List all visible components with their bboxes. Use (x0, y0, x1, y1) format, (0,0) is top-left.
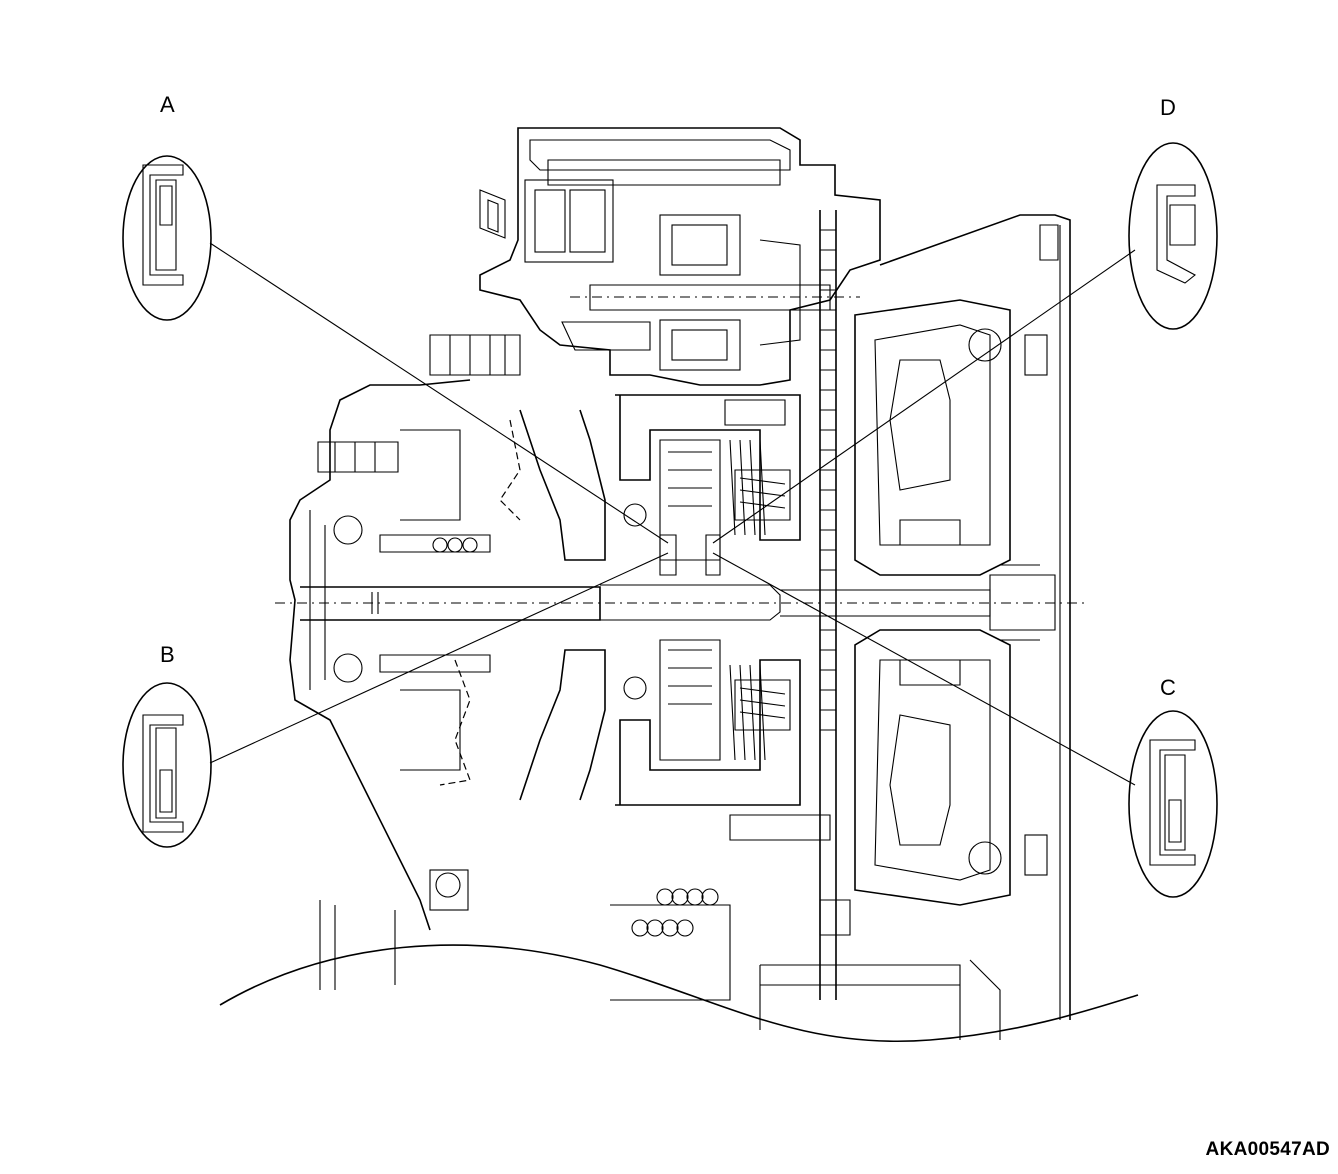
break-line (219, 944, 1139, 1043)
input-shaft (300, 586, 601, 621)
callout-b-detail (122, 682, 212, 848)
converter-housing-lower (854, 629, 1011, 906)
left-mid-bolt (317, 441, 399, 473)
callout-c-detail (1128, 710, 1218, 898)
callout-a-detail (122, 155, 212, 321)
primary-pulley-lower (519, 649, 606, 801)
leader-line-c (712, 552, 1136, 786)
primary-pulley-upper (519, 409, 606, 561)
leader-line-d (712, 249, 1136, 544)
figure-id: AKA00547AD (1205, 1139, 1330, 1160)
callout-label-d: D (1160, 95, 1176, 120)
converter-upper-bolt (968, 328, 1002, 362)
converter-housing-upper (854, 299, 1011, 576)
valve-body-housing (479, 127, 881, 386)
callout-label-a: A (160, 92, 175, 117)
callout-d-detail (1128, 142, 1218, 330)
leader-line-b (209, 552, 669, 764)
left-upper-bolt (429, 334, 521, 376)
callout-label-c: C (1160, 675, 1176, 700)
drive-chain (819, 210, 837, 1000)
leader-line-a (209, 242, 669, 544)
clutch-drum-upper (615, 394, 801, 541)
left-housing (289, 379, 471, 931)
converter-lower-bolt (968, 841, 1002, 875)
case-right-wall (879, 214, 1071, 1020)
callout-label-b: B (160, 642, 175, 667)
clutch-drum-lower (615, 659, 801, 806)
